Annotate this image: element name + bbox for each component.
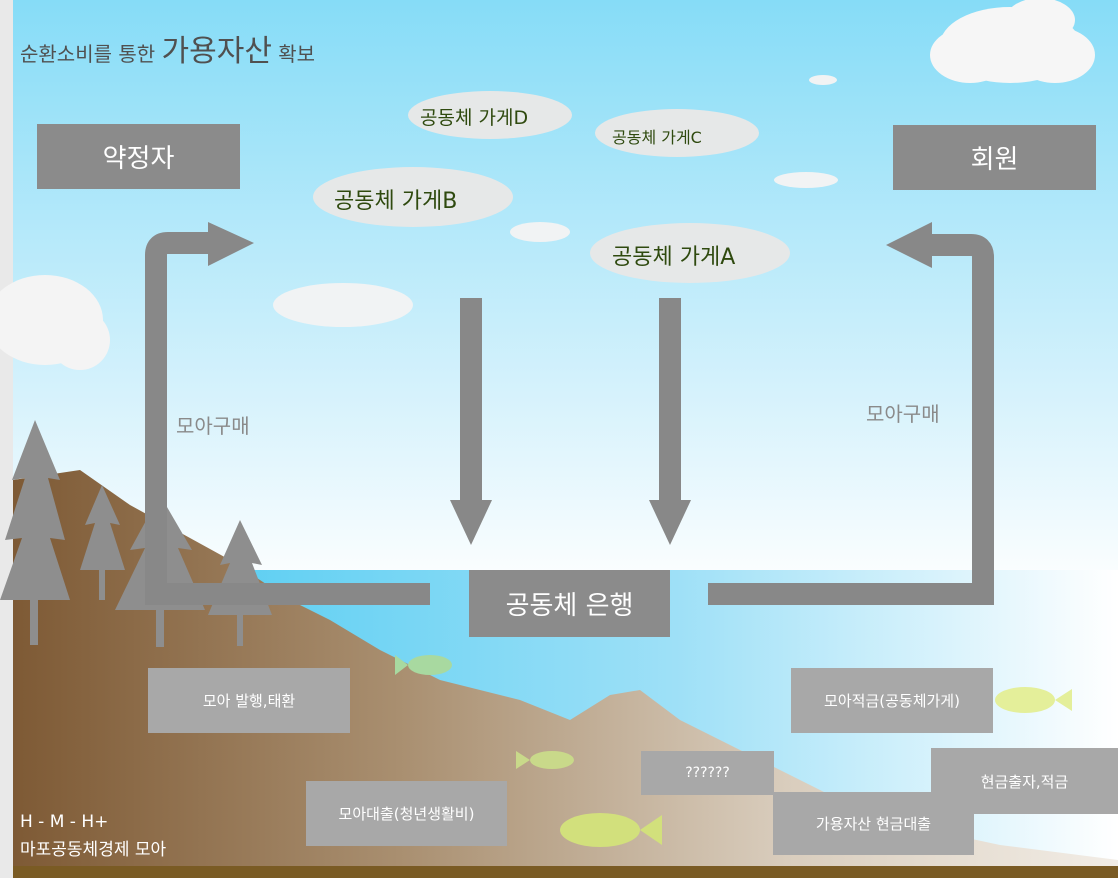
cloud-icon xyxy=(273,283,413,327)
moa-issue-box: 모아 발행,태환 xyxy=(148,668,350,733)
footer-line1: H - M - H+ xyxy=(20,812,109,832)
moa-savings-box: 모아적금(공동체가게) xyxy=(791,668,993,733)
tree-icon xyxy=(0,420,70,645)
ground-hill xyxy=(13,470,1118,870)
right-flow-label: 모아구매 xyxy=(866,402,940,426)
footer-line2: 마포공동체경제 모아 xyxy=(20,840,167,860)
member-box: 회원 xyxy=(893,125,1096,190)
store-a-label: 공동체 가게A xyxy=(612,245,736,270)
contractor-box: 약정자 xyxy=(37,124,240,189)
fish-icon xyxy=(516,751,574,769)
unknown-label: ?????? xyxy=(685,765,730,781)
cloud-icon xyxy=(408,91,572,139)
moa-issue-label: 모아 발행,태환 xyxy=(202,692,296,710)
cloud-icon xyxy=(774,172,838,188)
member-label: 회원 xyxy=(970,145,1019,175)
asset-loan-label: 가용자산 현금대출 xyxy=(815,815,932,833)
cloud-icon xyxy=(0,275,110,370)
moa-loan-label: 모아대출(청년생활비) xyxy=(338,805,475,823)
cloud-icon xyxy=(510,222,570,242)
arrow-down-icon xyxy=(450,298,492,545)
moa-savings-label: 모아적금(공동체가게) xyxy=(824,692,960,710)
contractor-label: 약정자 xyxy=(102,144,175,174)
arrow-down-icon xyxy=(649,298,691,545)
left-flow-label: 모아구매 xyxy=(176,414,250,438)
page-title: 순환소비를 통한 가용자산 확보 xyxy=(20,26,315,70)
store-b-label: 공동체 가게B xyxy=(334,189,458,214)
store-c-label: 공동체 가게C xyxy=(612,128,702,147)
cloud-icon xyxy=(809,75,837,85)
cash-investment-label: 현금출자,적금 xyxy=(980,772,1069,791)
moa-loan-box: 모아대출(청년생활비) xyxy=(306,781,507,846)
cloud-icon xyxy=(590,223,790,283)
title-prefix: 순환소비를 통한 xyxy=(20,42,162,66)
title-emphasis: 가용자산 xyxy=(161,34,272,69)
cloud-icon xyxy=(313,167,513,227)
arrow-left-icon xyxy=(708,222,994,605)
fish-icon xyxy=(560,813,662,847)
asset-loan-box: 가용자산 현금대출 xyxy=(773,792,974,855)
tree-icon xyxy=(80,485,125,600)
fish-icon xyxy=(995,687,1072,713)
unknown-box: ?????? xyxy=(641,751,774,795)
cloud-icon xyxy=(595,109,759,157)
store-d-label: 공동체 가게D xyxy=(420,107,529,129)
community-bank-label: 공동체 은행 xyxy=(505,591,634,621)
fish-icon xyxy=(395,655,452,675)
community-bank-box: 공동체 은행 xyxy=(469,570,670,637)
cloud-icon xyxy=(930,0,1095,83)
arrow-right-icon xyxy=(145,222,430,605)
title-suffix: 확보 xyxy=(271,42,316,66)
